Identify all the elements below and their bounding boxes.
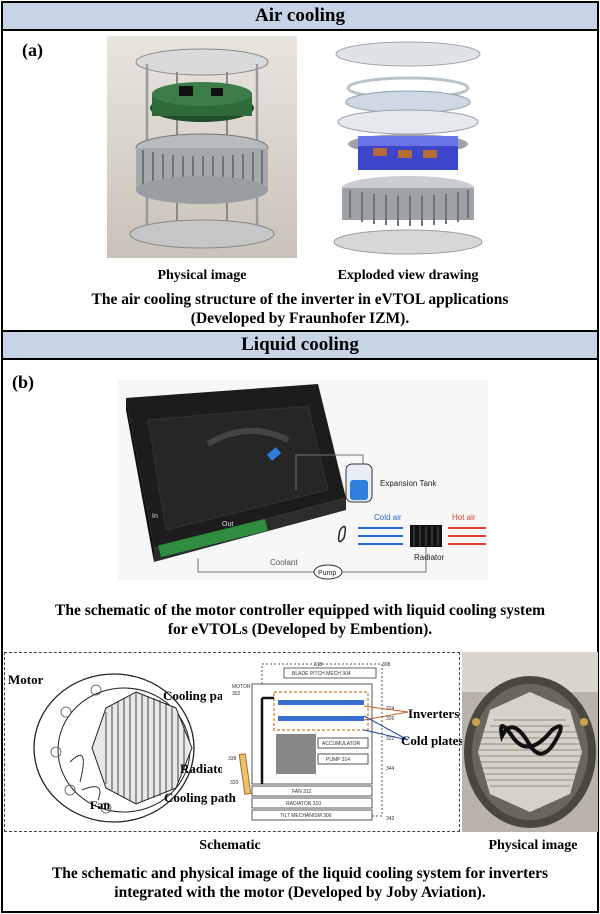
embention-controller-figure: In Out Expansion Tank Cold air Radiator … bbox=[118, 380, 488, 580]
cold-air-label: Cold air bbox=[374, 513, 402, 522]
joby-cold-plates-label: Cold plates bbox=[401, 733, 464, 748]
embention-in-label: In bbox=[152, 513, 158, 520]
embention-caption-line2: for eVTOLs (Developed by Embention). bbox=[167, 621, 433, 638]
air-cooling-physical-image bbox=[107, 36, 297, 258]
svg-text:FAN 312: FAN 312 bbox=[292, 789, 312, 795]
hot-air-label: Hot air bbox=[452, 513, 476, 522]
joby-physical-caption: Physical image bbox=[488, 838, 578, 853]
liquid-cooling-title: Liquid cooling bbox=[241, 334, 359, 355]
svg-text:338: 338 bbox=[228, 756, 237, 762]
joby-cooling-path-top-label: Cooling path bbox=[163, 688, 235, 703]
svg-text:MOTOR: MOTOR bbox=[232, 684, 251, 690]
joby-motor-label: Motor bbox=[8, 672, 44, 687]
svg-text:PUMP 314: PUMP 314 bbox=[326, 757, 350, 763]
air-physical-image-caption: Physical image bbox=[157, 268, 247, 283]
svg-text:RADIATOR 310: RADIATOR 310 bbox=[286, 801, 321, 807]
joby-motor-drawing bbox=[26, 662, 204, 826]
panel-label-b: (b) bbox=[12, 372, 34, 392]
air-cooling-title: Air cooling bbox=[255, 5, 345, 26]
joby-fan-label: Fan bbox=[90, 798, 111, 812]
svg-text:326: 326 bbox=[386, 716, 395, 722]
joby-cooling-path-bottom-label: Cooling path bbox=[164, 790, 236, 805]
joby-physical-image bbox=[462, 652, 598, 832]
svg-text:320: 320 bbox=[230, 780, 239, 786]
svg-text:318: 318 bbox=[314, 662, 323, 668]
liquid-cooling-header: Liquid cooling bbox=[2, 331, 598, 359]
joby-callout-arrows bbox=[363, 705, 409, 741]
joby-radiator-label: Radiator bbox=[180, 761, 230, 776]
svg-text:308: 308 bbox=[382, 662, 391, 668]
joby-schematic-region bbox=[4, 652, 460, 832]
expansion-tank-label: Expansion Tank bbox=[380, 479, 437, 488]
svg-text:324: 324 bbox=[386, 706, 395, 712]
embention-caption-line1: The schematic of the motor controller eq… bbox=[55, 602, 545, 619]
air-cooling-caption-line1: The air cooling structure of the inverte… bbox=[91, 291, 509, 308]
joby-schematic-caption: Schematic bbox=[199, 838, 261, 853]
joby-inverters-label: Inverters bbox=[408, 706, 460, 721]
air-cooling-exploded-drawing bbox=[318, 36, 498, 258]
svg-text:342: 342 bbox=[386, 816, 395, 822]
air-exploded-drawing-caption: Exploded view drawing bbox=[337, 268, 479, 283]
air-cooling-header: Air cooling bbox=[2, 2, 598, 30]
panel-label-a: (a) bbox=[22, 40, 43, 60]
svg-text:TILT MECHANISM 306: TILT MECHANISM 306 bbox=[280, 813, 332, 819]
air-cooling-caption-line2: (Developed by Fraunhofer IZM). bbox=[190, 310, 410, 327]
embention-out-label: Out bbox=[222, 521, 233, 528]
radiator-label-embention: Radiator bbox=[414, 553, 445, 562]
svg-text:302: 302 bbox=[232, 691, 241, 697]
air-cooling-section bbox=[2, 30, 598, 331]
joby-caption-line1: The schematic and physical image of the … bbox=[51, 865, 549, 882]
coolant-label: Coolant bbox=[270, 558, 298, 567]
svg-text:322: 322 bbox=[386, 736, 395, 742]
svg-text:ACCUMULATOR: ACCUMULATOR bbox=[322, 741, 361, 747]
joby-patent-schematic: 318 308 MOTOR 302 324 326 322 344 342 33… bbox=[222, 658, 406, 828]
joby-caption-line2: integrated with the motor (Developed by … bbox=[114, 884, 486, 901]
svg-text:BLADE PITCH MECH 304: BLADE PITCH MECH 304 bbox=[292, 671, 351, 677]
pump-label: Pump bbox=[318, 570, 336, 577]
svg-text:344: 344 bbox=[386, 766, 395, 772]
liquid-cooling-section bbox=[2, 359, 598, 912]
